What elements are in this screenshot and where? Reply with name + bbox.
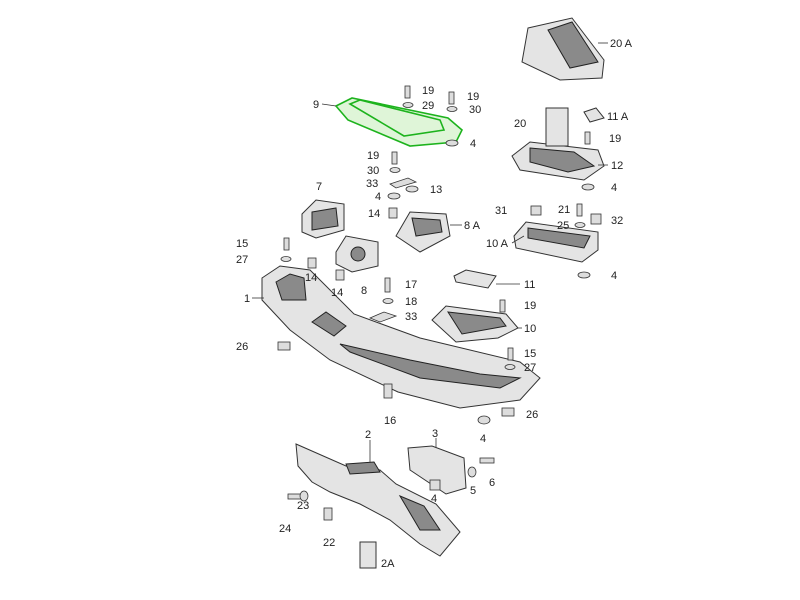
label-27: 27	[524, 362, 536, 374]
label-11: 11	[524, 279, 535, 291]
label-13: 13	[430, 184, 442, 196]
label-14: 14	[368, 208, 380, 220]
label-22: 22	[323, 537, 335, 549]
label-19: 19	[467, 91, 479, 103]
label-33: 33	[366, 178, 378, 190]
label-4: 4	[470, 138, 476, 150]
label-19: 19	[367, 150, 379, 162]
label-15: 15	[236, 238, 248, 250]
part-10[interactable]	[431, 305, 522, 343]
part-3[interactable]	[407, 445, 467, 495]
label-20: 20	[514, 118, 526, 130]
label-4: 4	[611, 270, 617, 282]
label-20a: 20 A	[610, 38, 633, 50]
label-4: 4	[480, 433, 486, 445]
label-6: 6	[489, 477, 495, 489]
label-18: 18	[405, 296, 417, 308]
label-4: 4	[375, 191, 381, 203]
label-32: 32	[611, 215, 623, 227]
label-23: 23	[297, 500, 309, 512]
label-19: 19	[422, 85, 434, 97]
label-26: 26	[236, 341, 248, 353]
label-10: 10	[524, 323, 536, 335]
part-labels: 20 A 19 29 9 19 30 11 A 20 19 4 12 19 30…	[236, 38, 633, 570]
label-9: 9	[313, 99, 319, 111]
label-4: 4	[611, 182, 617, 194]
label-33: 33	[405, 311, 417, 323]
label-5: 5	[470, 485, 476, 497]
label-19: 19	[609, 133, 621, 145]
label-16: 16	[384, 415, 396, 427]
label-8a: 8 A	[464, 220, 481, 232]
label-31: 31	[495, 205, 507, 217]
part-2a[interactable]	[359, 541, 377, 569]
label-2a: 2A	[381, 558, 395, 570]
label-12: 12	[611, 160, 623, 172]
part-10a[interactable]	[511, 221, 599, 263]
label-1: 1	[244, 293, 250, 305]
label-15: 15	[524, 348, 536, 360]
label-2: 2	[365, 429, 371, 441]
part-2-lower-console[interactable]	[295, 440, 461, 557]
part-9-highlighted[interactable]	[321, 97, 463, 147]
label-25: 25	[557, 220, 569, 232]
label-14: 14	[331, 287, 343, 299]
label-4: 4	[431, 493, 437, 505]
part-8a[interactable]	[395, 211, 462, 253]
label-29: 29	[422, 100, 434, 112]
part-8[interactable]	[335, 235, 379, 273]
label-7: 7	[316, 181, 322, 193]
label-30: 30	[367, 165, 379, 177]
label-21: 21	[558, 204, 570, 216]
label-27: 27	[236, 254, 248, 266]
part-20[interactable]	[545, 107, 569, 147]
label-8: 8	[361, 285, 367, 297]
label-24: 24	[279, 523, 291, 535]
part-20a[interactable]	[521, 17, 608, 81]
part-12[interactable]	[511, 141, 608, 181]
part-7[interactable]	[301, 199, 345, 239]
label-3: 3	[432, 428, 438, 440]
label-11a: 11 A	[607, 111, 629, 123]
fasteners	[277, 85, 602, 521]
label-19: 19	[524, 300, 536, 312]
label-17: 17	[405, 279, 417, 291]
label-26: 26	[526, 409, 538, 421]
label-10a: 10 A	[486, 238, 509, 250]
label-30: 30	[469, 104, 481, 116]
part-11a[interactable]	[583, 107, 605, 123]
part-1-console[interactable]	[252, 265, 541, 409]
part-11[interactable]	[453, 269, 497, 289]
label-14: 14	[305, 272, 317, 284]
